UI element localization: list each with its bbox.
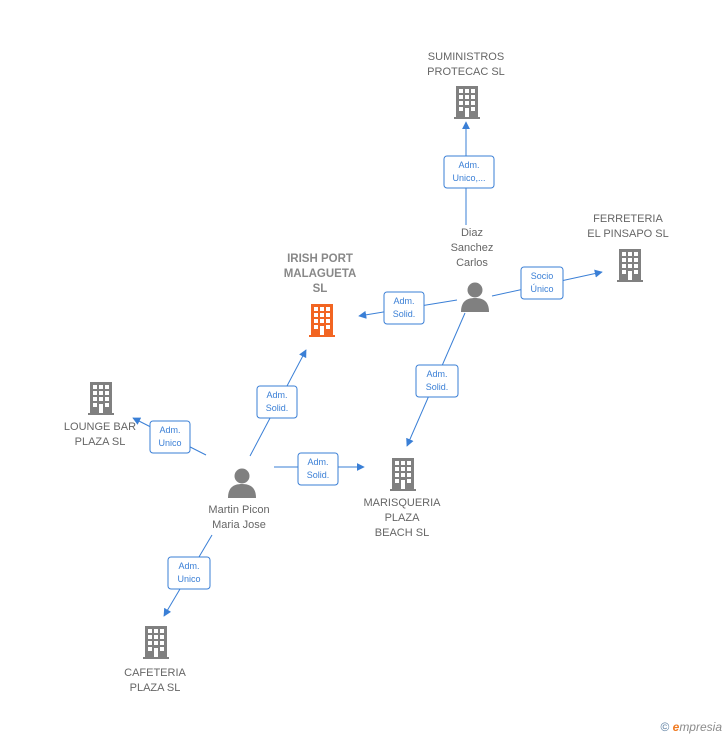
edge-label-text: Unico,...: [452, 173, 485, 183]
node-label: Maria Jose: [212, 519, 266, 531]
edge-label-text: Socio: [531, 271, 554, 281]
edge-label-text: Unico: [177, 574, 200, 584]
edge-label-text: Adm.: [426, 369, 447, 379]
node-label: MALAGUETA: [284, 268, 357, 280]
node-suministros[interactable]: SUMINISTROS PROTECAC SL: [427, 51, 505, 119]
node-label: EL PINSAPO SL: [587, 228, 669, 240]
edge-label-box[interactable]: [383, 291, 425, 325]
building-icon: [617, 249, 643, 282]
building-icon: [88, 382, 114, 415]
edge-label-text: Adm.: [393, 296, 414, 306]
brand-name: mpresia: [679, 720, 722, 734]
edge-label-text: Adm.: [458, 160, 479, 170]
node-label: LOUNGE BAR: [64, 421, 136, 433]
brand-watermark: © empresia: [660, 720, 722, 734]
edge-label-box[interactable]: [297, 452, 339, 486]
edge-martin-irish: Adm. Solid.: [249, 349, 307, 457]
edge-label-text: Adm.: [307, 457, 328, 467]
edge-martin-cafeteria: Adm. Unico: [163, 534, 213, 617]
edge-diaz-irish: Adm. Solid.: [358, 291, 458, 325]
node-label: BEACH SL: [375, 527, 429, 539]
node-label: SUMINISTROS: [428, 51, 504, 63]
edge-martin-marisqueria: Adm. Solid.: [274, 452, 365, 486]
node-label: SL: [313, 283, 328, 295]
edge-label-text: Solid.: [426, 382, 449, 392]
edge-diaz-suministros: Adm. Unico,...: [443, 121, 495, 225]
node-irish[interactable]: IRISH PORT MALAGUETA SL: [284, 253, 357, 337]
node-label: PROTECAC SL: [427, 66, 505, 78]
node-label: PLAZA: [385, 512, 421, 524]
edge-label-box[interactable]: [520, 266, 564, 300]
edge-diaz-marisqueria: Adm. Solid.: [406, 312, 466, 447]
edge-label-box[interactable]: [167, 556, 211, 590]
node-cafeteria[interactable]: CAFETERIA PLAZA SL: [124, 626, 187, 694]
node-label: Carlos: [456, 257, 488, 269]
person-icon: [461, 282, 489, 312]
edge-label-text: Adm.: [266, 390, 287, 400]
node-ferreteria[interactable]: FERRETERIA EL PINSAPO SL: [587, 213, 669, 282]
node-label: MARISQUERIA: [363, 497, 441, 509]
edge-label-box[interactable]: [443, 155, 495, 189]
edge-label-text: Solid.: [393, 309, 416, 319]
building-icon: [143, 626, 169, 659]
node-label: Sanchez: [451, 242, 494, 254]
node-label: PLAZA SL: [75, 436, 126, 448]
node-marisqueria[interactable]: MARISQUERIA PLAZA BEACH SL: [363, 458, 441, 539]
edge-label-text: Solid.: [266, 403, 289, 413]
node-label: IRISH PORT: [287, 253, 353, 265]
edge-label-text: Unico: [158, 438, 181, 448]
copyright-icon: ©: [660, 720, 670, 734]
node-lounge[interactable]: LOUNGE BAR PLAZA SL: [64, 382, 136, 448]
edge-label-text: Adm.: [178, 561, 199, 571]
edge-label-text: Adm.: [159, 425, 180, 435]
building-icon: [454, 86, 480, 119]
brand-initial: e: [672, 720, 680, 734]
building-icon: [309, 304, 335, 337]
node-label: PLAZA SL: [130, 682, 181, 694]
edge-label-text: Único: [530, 284, 553, 294]
node-label: Diaz: [461, 227, 483, 239]
building-icon: [390, 458, 416, 491]
edge-label-box[interactable]: [149, 420, 191, 454]
edge-martin-lounge: Adm. Unico: [132, 417, 207, 456]
edge-label-box[interactable]: [256, 385, 298, 419]
node-label: FERRETERIA: [593, 213, 663, 225]
node-label: Martin Picon: [208, 504, 269, 516]
edge-label-text: Solid.: [307, 470, 330, 480]
node-label: CAFETERIA: [124, 667, 186, 679]
edge-label-box[interactable]: [415, 364, 459, 398]
person-icon: [228, 468, 256, 498]
